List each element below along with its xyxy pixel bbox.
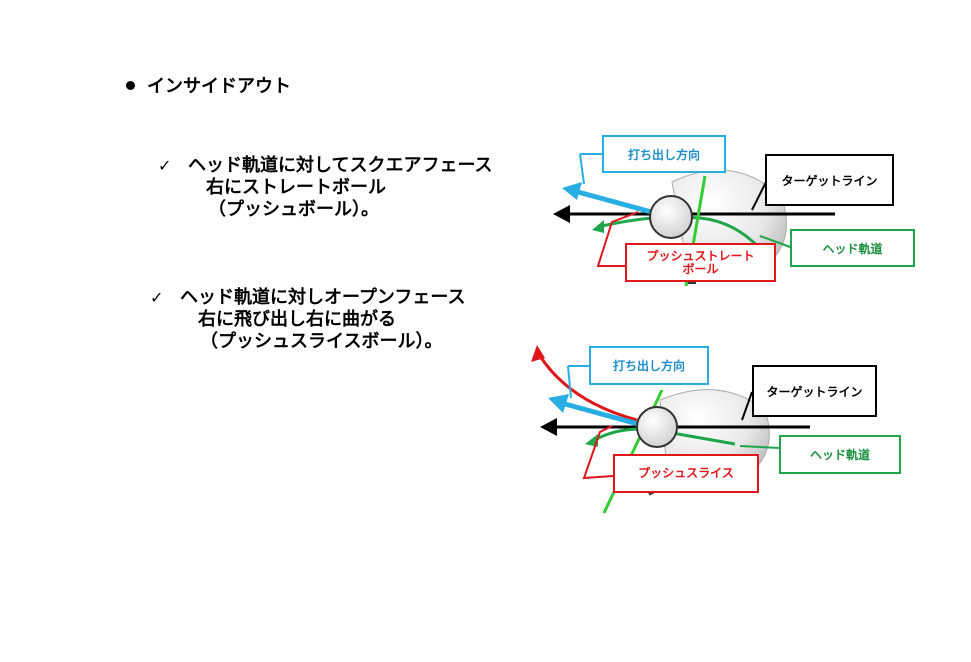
arrow-head-icon bbox=[562, 182, 582, 200]
head-path-1 bbox=[601, 215, 770, 259]
heading-text: インサイドアウト bbox=[147, 76, 291, 97]
arrow-head-icon bbox=[548, 394, 569, 413]
item-2-line-1: ヘッド軌道に対しオープンフェース bbox=[180, 287, 466, 308]
item-1-line-2: 右にストレートボール bbox=[206, 177, 386, 198]
arrow-head-icon bbox=[585, 434, 598, 447]
item-1-line-1: ヘッド軌道に対してスクエアフェース bbox=[188, 155, 493, 176]
launch-direction-2 bbox=[564, 401, 639, 427]
head-path-label-1: ヘッド軌道 bbox=[790, 229, 915, 267]
shot-label-1: プッシュストレート ボール bbox=[625, 243, 776, 282]
checkmark-icon: ✓ bbox=[158, 156, 172, 175]
slice-curve-2 bbox=[538, 355, 638, 422]
target-line-label-1: ターゲットライン bbox=[765, 154, 894, 206]
shot-label-1-line-1: プッシュストレート bbox=[646, 248, 755, 263]
arrow-head-icon bbox=[531, 345, 545, 362]
shot-label-1-line-2: ボール bbox=[682, 261, 719, 276]
bullet-item-2: ✓ ヘッド軌道に対しオープンフェース 右に飛び出し右に曲がる （プッシュスライス… bbox=[150, 287, 510, 357]
arrow-head-icon bbox=[540, 418, 557, 436]
item-2-line-3: （プッシュスライスボール）。 bbox=[200, 331, 443, 352]
launch-direction-label-2: 打ち出し方向 bbox=[589, 346, 709, 385]
target-line-label-2: ターゲットライン bbox=[752, 365, 877, 417]
item-2-line-2: 右に飛び出し右に曲がる bbox=[198, 309, 396, 330]
golf-ball-1 bbox=[649, 195, 693, 239]
launch-direction-label-1: 打ち出し方向 bbox=[602, 135, 726, 173]
arrow-head-icon bbox=[553, 205, 570, 223]
arrow-head-icon bbox=[592, 220, 604, 233]
bullet-item-1: ✓ ヘッド軌道に対してスクエアフェース 右にストレートボール （プッシュボール）… bbox=[158, 155, 518, 225]
section-heading: インサイドアウト bbox=[126, 72, 291, 98]
shot-label-2: プッシュスライス bbox=[613, 454, 759, 493]
head-path-label-2: ヘッド軌道 bbox=[779, 435, 901, 474]
launch-direction-1 bbox=[577, 189, 656, 216]
bullet-dot-icon bbox=[126, 80, 135, 90]
item-1-line-3: （プッシュボール）。 bbox=[208, 199, 379, 220]
golf-ball-2 bbox=[636, 406, 678, 448]
checkmark-icon: ✓ bbox=[150, 288, 164, 307]
